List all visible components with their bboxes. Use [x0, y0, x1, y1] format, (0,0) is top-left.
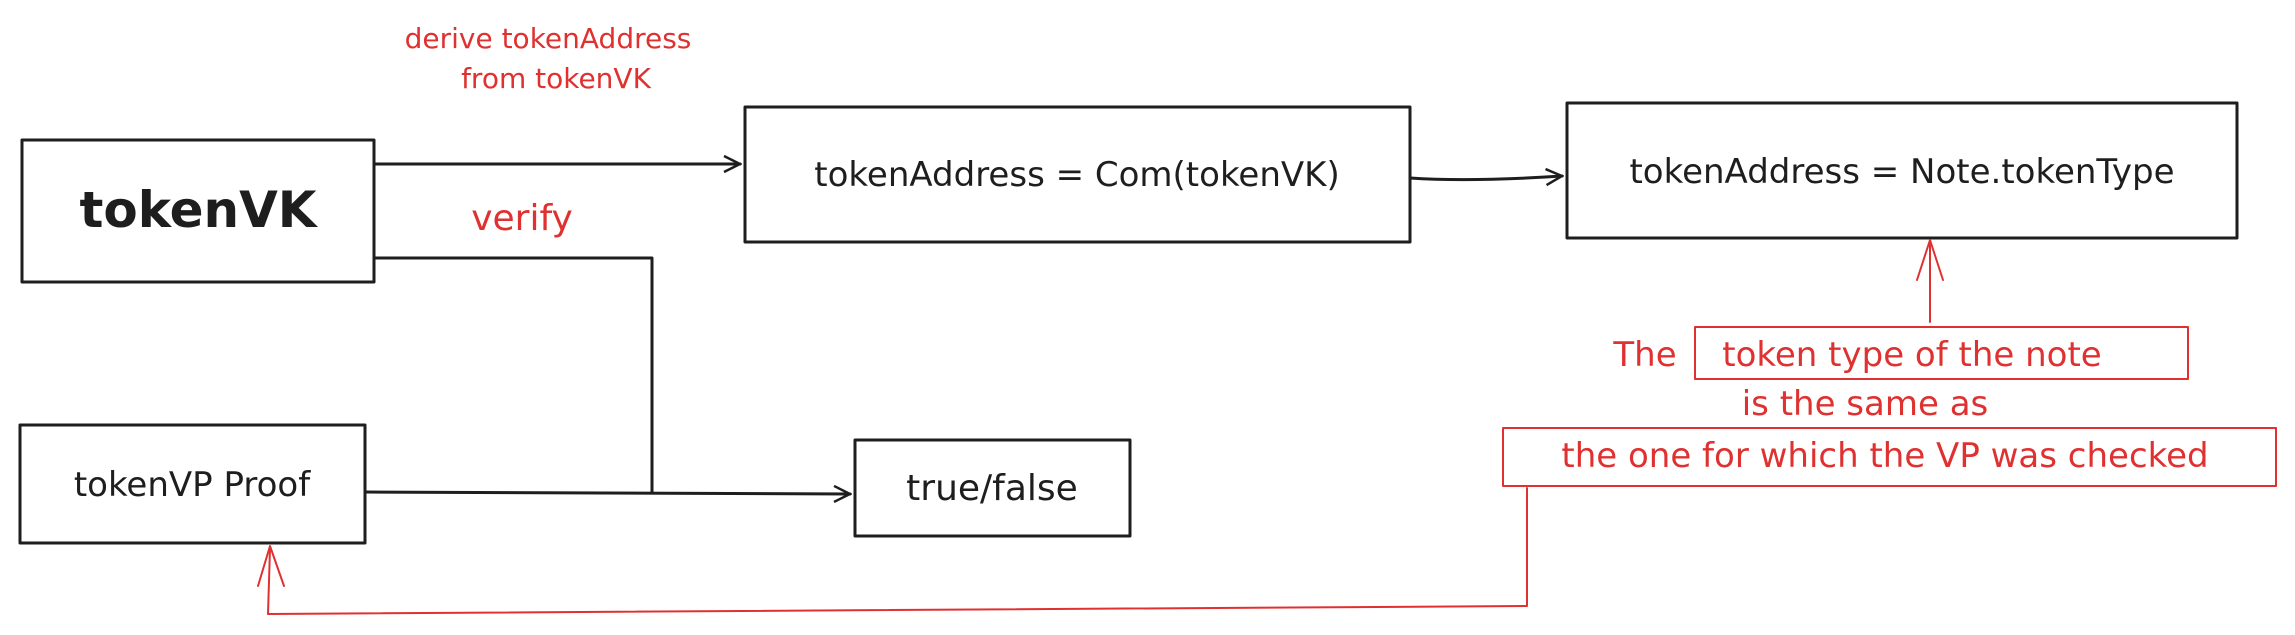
arrow-explain-to-proof: [257, 487, 1528, 615]
annotation-derive-line2: from tokenVK: [461, 62, 652, 95]
node-token-address-com[interactable]: tokenAddress = Com(tokenVK): [743, 105, 1412, 244]
arrow-proof-to-result: [363, 492, 850, 494]
annotation-verify: verify: [471, 198, 573, 239]
arrow-explain-to-note: [1916, 239, 1944, 323]
node-token-address-note-label: tokenAddress = Note.tokenType: [1629, 152, 2174, 192]
highlight-box-token-type: [1694, 326, 2189, 380]
annotation-explain-the: The: [1612, 335, 1676, 375]
line-tokenvk-verify: [372, 256, 654, 494]
annotation-derive-line1: derive tokenAddress: [405, 22, 692, 55]
node-true-false[interactable]: true/false: [853, 438, 1132, 538]
node-token-address-note[interactable]: tokenAddress = Note.tokenType: [1565, 101, 2239, 240]
node-true-false-label: true/false: [906, 468, 1078, 509]
annotation-explain-highlight2: the one for which the VP was checked: [1561, 436, 2208, 476]
annotation-explain-line2: is the same as: [1742, 384, 1989, 424]
node-token-vp-proof-label: tokenVP Proof: [74, 465, 311, 505]
annotation-explanation: The token type of the note is the same a…: [1502, 326, 2277, 487]
node-token-vp-proof[interactable]: tokenVP Proof: [18, 423, 367, 545]
annotation-explain-highlight1: token type of the note: [1722, 335, 2101, 375]
highlight-box-vp-checked: [1502, 427, 2277, 487]
node-token-address-com-label: tokenAddress = Com(tokenVK): [814, 155, 1339, 195]
arrow-com-to-note: [1408, 176, 1562, 180]
node-token-vk-label: tokenVK: [79, 181, 318, 239]
node-token-vk[interactable]: tokenVK: [20, 138, 376, 284]
